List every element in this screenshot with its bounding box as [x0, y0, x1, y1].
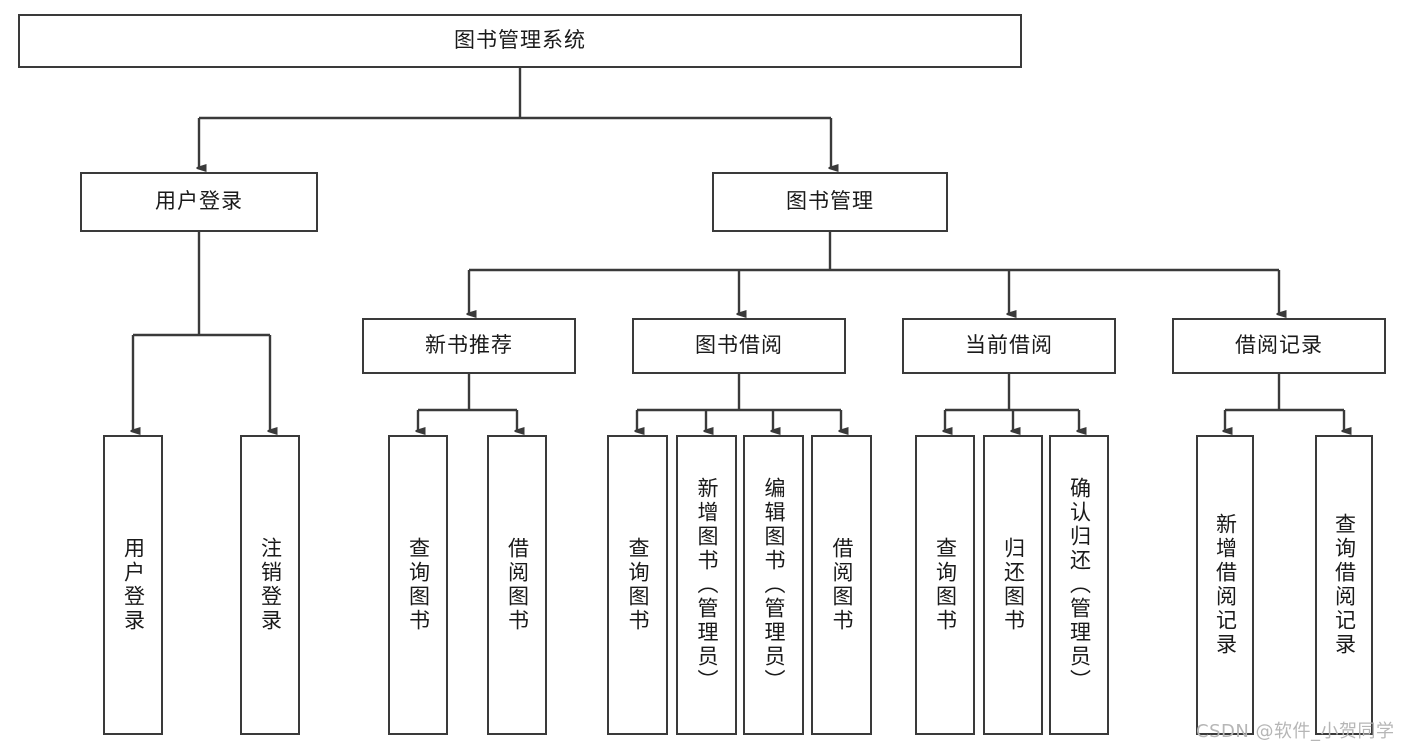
node-label: 当前借阅: [965, 333, 1053, 358]
node-level3-new-book-recommend[interactable]: 新书推荐: [362, 318, 576, 374]
node-label: 查询借阅记录: [1332, 513, 1357, 657]
node-label: 新增图书（管理员）: [695, 477, 719, 693]
node-label: 图书借阅: [695, 333, 783, 358]
node-label: 图书管理系统: [454, 28, 586, 53]
node-leaf-leaf-query-book-1[interactable]: 查询图书: [388, 435, 448, 735]
node-label: 新书推荐: [425, 333, 513, 358]
node-leaf-leaf-user-login[interactable]: 用户登录: [103, 435, 163, 735]
node-leaf-leaf-add-record[interactable]: 新增借阅记录: [1196, 435, 1254, 735]
node-level2-book-management[interactable]: 图书管理: [712, 172, 948, 232]
node-label: 借阅图书: [505, 537, 530, 633]
node-leaf-leaf-user-logout[interactable]: 注销登录: [240, 435, 300, 735]
node-root-root[interactable]: 图书管理系统: [18, 14, 1022, 68]
node-leaf-leaf-add-book[interactable]: 新增图书（管理员）: [676, 435, 737, 735]
node-leaf-leaf-edit-book[interactable]: 编辑图书（管理员）: [743, 435, 804, 735]
node-label: 用户登录: [155, 189, 243, 214]
node-leaf-leaf-confirm-return[interactable]: 确认归还（管理员）: [1049, 435, 1109, 735]
node-label: 借阅图书: [830, 537, 854, 633]
node-leaf-leaf-query-record[interactable]: 查询借阅记录: [1315, 435, 1373, 735]
node-leaf-leaf-return-book[interactable]: 归还图书: [983, 435, 1043, 735]
node-level2-user-login[interactable]: 用户登录: [80, 172, 318, 232]
node-label: 编辑图书（管理员）: [762, 477, 786, 693]
node-label: 查询图书: [406, 537, 431, 633]
node-label: 新增借阅记录: [1213, 513, 1238, 657]
node-label: 注销登录: [258, 537, 283, 633]
node-label: 查询图书: [933, 537, 958, 633]
node-label: 用户登录: [121, 537, 146, 633]
node-leaf-leaf-borrow-book-2[interactable]: 借阅图书: [811, 435, 872, 735]
node-label: 借阅记录: [1235, 333, 1323, 358]
node-level3-book-borrow[interactable]: 图书借阅: [632, 318, 846, 374]
node-level3-borrow-record[interactable]: 借阅记录: [1172, 318, 1386, 374]
csdn-watermark: CSDN @软件_小贺同学: [1196, 721, 1395, 742]
node-leaf-leaf-borrow-book-1[interactable]: 借阅图书: [487, 435, 547, 735]
node-label: 确认归还（管理员）: [1067, 477, 1092, 693]
node-label: 图书管理: [786, 189, 874, 214]
node-leaf-leaf-query-book-3[interactable]: 查询图书: [915, 435, 975, 735]
node-label: 查询图书: [626, 537, 650, 633]
node-level3-current-borrow[interactable]: 当前借阅: [902, 318, 1116, 374]
node-leaf-leaf-query-book-2[interactable]: 查询图书: [607, 435, 668, 735]
node-label: 归还图书: [1001, 537, 1026, 633]
